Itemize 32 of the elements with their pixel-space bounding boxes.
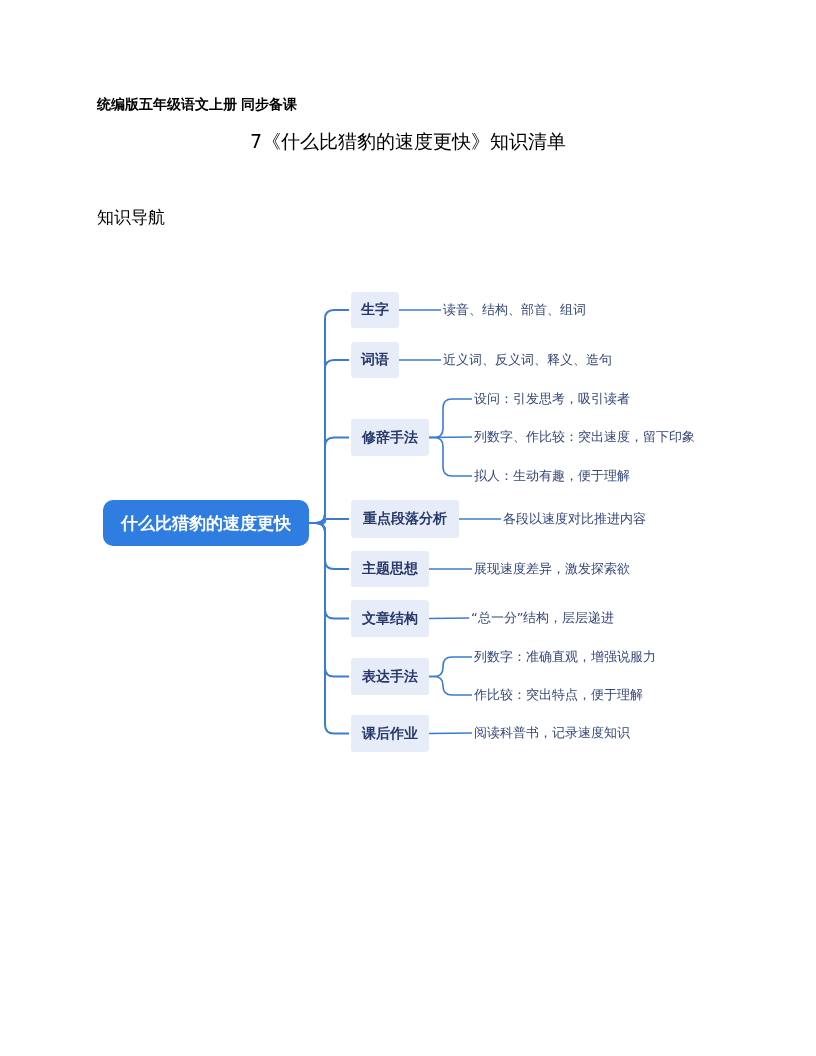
topic-box: 词语 xyxy=(351,342,399,378)
subtopic-text: 设问：引发思考，吸引读者 xyxy=(474,390,630,408)
subtopic-text: 展现速度差异，激发探索欲 xyxy=(474,560,630,578)
section-heading: 知识导航 xyxy=(97,206,165,229)
subtopic-text: 列数字：准确直观，增强说服力 xyxy=(474,648,656,666)
connector-line xyxy=(428,568,473,570)
connector-line xyxy=(458,518,502,520)
subtopic-text: 读音、结构、部首、组词 xyxy=(443,301,586,319)
connector-line xyxy=(428,617,470,620)
topic-box: 修辞手法 xyxy=(351,419,429,456)
connector-line xyxy=(398,309,442,311)
central-topic-box: 什么比猎豹的速度更快 xyxy=(103,500,309,546)
subtopic-text: 阅读科普书，记录速度知识 xyxy=(474,724,630,742)
connector-line xyxy=(308,522,350,735)
topic-box: 课后作业 xyxy=(351,715,429,752)
header-text: 统编版五年级语文上册 同步备课 xyxy=(97,96,297,114)
topic-box: 重点段落分析 xyxy=(351,500,459,538)
topic-box: 生字 xyxy=(351,292,399,328)
connector-line xyxy=(428,436,473,477)
topic-box: 文章结构 xyxy=(351,600,429,637)
connector-line xyxy=(398,359,442,361)
connector-line xyxy=(428,675,473,696)
subtopic-text: 作比较：突出特点，便于理解 xyxy=(474,686,643,704)
subtopic-text: 列数字、作比较：突出速度，留下印象 xyxy=(474,428,695,446)
subtopic-text: 拟人：生动有趣，便于理解 xyxy=(474,467,630,485)
subtopic-text: “总一分”结构，层层递进 xyxy=(471,609,615,627)
connector-line xyxy=(428,732,473,735)
topic-box: 主题思想 xyxy=(351,551,429,587)
topic-box: 表达手法 xyxy=(351,658,429,695)
page-title: 7《什么比猎豹的速度更快》知识清单 xyxy=(248,129,568,154)
subtopic-text: 近义词、反义词、释义、造句 xyxy=(443,351,612,369)
subtopic-text: 各段以速度对比推进内容 xyxy=(503,510,646,528)
